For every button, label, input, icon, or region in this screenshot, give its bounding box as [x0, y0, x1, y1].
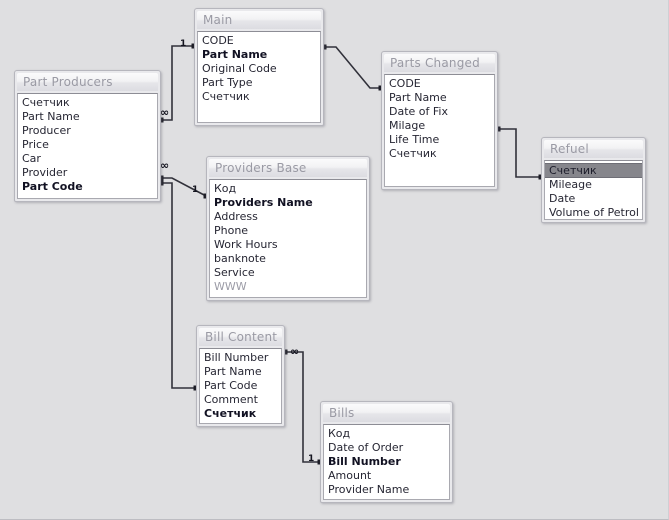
field-row[interactable]: Service: [214, 266, 255, 279]
field-row[interactable]: Счетчик: [389, 147, 437, 160]
relationship-line[interactable]: [161, 177, 207, 197]
field-row[interactable]: Bill Number: [204, 351, 269, 364]
field-row[interactable]: Mileage: [549, 178, 592, 191]
table-title[interactable]: Part Producers: [17, 73, 158, 91]
cardinality-one-marker: 1: [192, 185, 199, 195]
field-row[interactable]: Date of Fix: [389, 105, 448, 118]
field-row[interactable]: Phone: [214, 224, 249, 237]
field-row[interactable]: Price: [22, 138, 49, 151]
field-row[interactable]: Счетчик: [22, 96, 70, 109]
cardinality-many-marker: ∞: [160, 159, 170, 172]
cardinality-one-marker: 1: [308, 454, 315, 464]
field-row[interactable]: Comment: [204, 393, 258, 406]
table-title[interactable]: Bills: [323, 404, 450, 422]
field-row[interactable]: Part Name: [202, 48, 268, 61]
field-row[interactable]: Provider: [22, 166, 68, 179]
table-title[interactable]: Refuel: [544, 140, 643, 158]
field-row[interactable]: Part Name: [389, 91, 447, 104]
cardinality-many-marker: ∞: [160, 106, 170, 119]
field-row[interactable]: Part Name: [22, 110, 80, 123]
field-row[interactable]: CODE: [202, 34, 234, 47]
field-row[interactable]: Work Hours: [214, 238, 278, 251]
field-row[interactable]: Provider Name: [328, 483, 410, 496]
field-row[interactable]: Счетчик: [202, 90, 250, 103]
field-row[interactable]: Volume of Petrol: [549, 206, 639, 219]
field-row[interactable]: Date of Order: [328, 441, 404, 454]
relationship-line[interactable]: [324, 46, 381, 89]
field-row[interactable]: banknote: [214, 252, 266, 265]
relationship-line[interactable]: [498, 128, 541, 178]
field-row[interactable]: WWW: [214, 280, 247, 293]
table-title[interactable]: Main: [197, 11, 321, 29]
table-title[interactable]: Providers Base: [209, 159, 367, 177]
field-row[interactable]: Part Name: [204, 365, 262, 378]
cardinality-many-marker: ∞: [290, 345, 300, 358]
field-row[interactable]: CODE: [389, 77, 421, 90]
field-row[interactable]: Original Code: [202, 62, 277, 75]
cardinality-one-marker: 1: [180, 39, 187, 49]
field-row[interactable]: Milage: [389, 119, 426, 132]
field-row[interactable]: Код: [214, 182, 237, 195]
field-row[interactable]: Providers Name: [214, 196, 313, 209]
field-row[interactable]: Код: [328, 427, 351, 440]
field-row[interactable]: Bill Number: [328, 455, 401, 468]
field-row[interactable]: Life Time: [389, 133, 440, 146]
field-row[interactable]: Car: [22, 152, 41, 165]
relationship-line[interactable]: [161, 182, 196, 389]
field-row[interactable]: Part Type: [202, 76, 253, 89]
relationship-line[interactable]: [285, 351, 320, 463]
field-row[interactable]: Amount: [328, 469, 372, 482]
field-row[interactable]: Producer: [22, 124, 71, 137]
field-row[interactable]: Address: [214, 210, 258, 223]
field-row[interactable]: Part Code: [204, 379, 258, 392]
table-title[interactable]: Bill Content: [199, 328, 282, 346]
field-row[interactable]: Date: [549, 192, 576, 205]
field-row[interactable]: Счетчик: [545, 163, 642, 178]
field-row[interactable]: Part Code: [22, 180, 83, 193]
table-title[interactable]: Parts Changed: [384, 54, 495, 72]
field-row[interactable]: Счетчик: [204, 407, 257, 420]
